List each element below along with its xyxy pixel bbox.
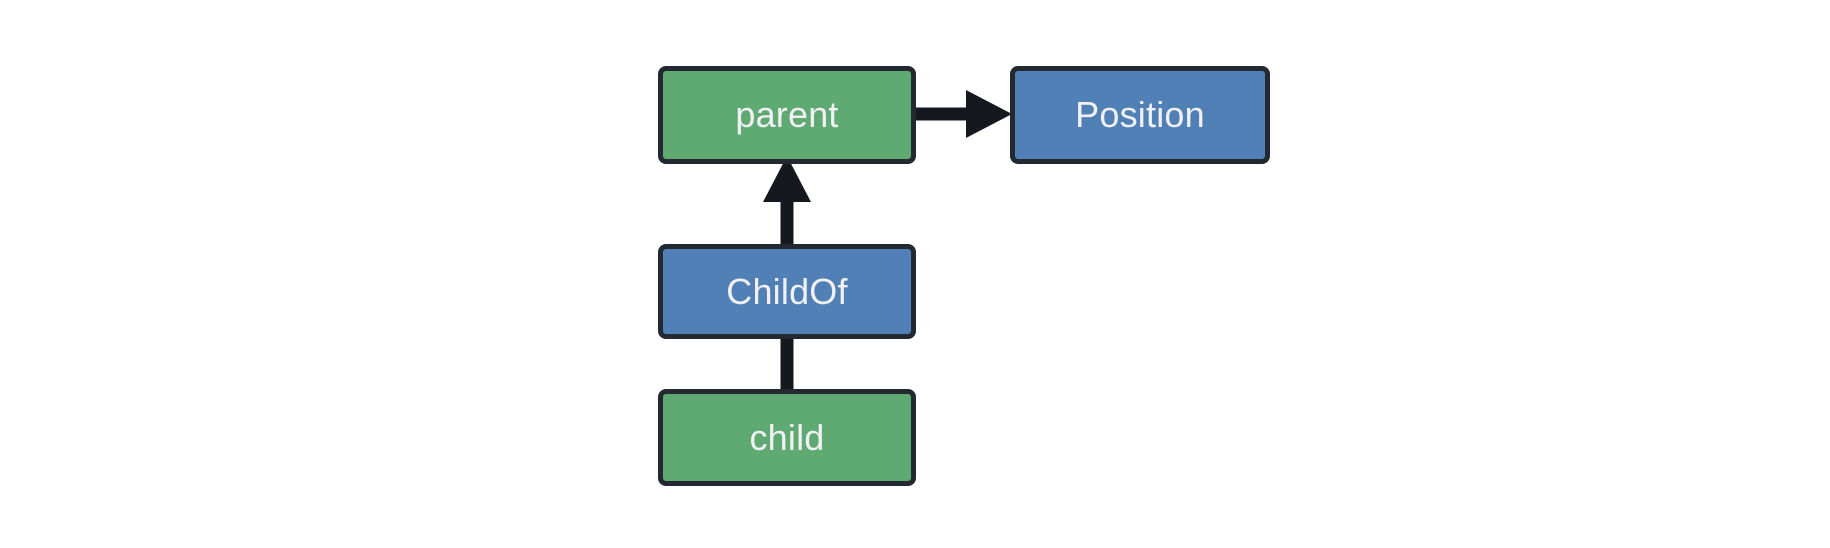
edge-parent-to-position (916, 90, 1012, 138)
node-parent[interactable]: parent (658, 66, 916, 164)
node-child-label: child (749, 416, 825, 458)
node-position[interactable]: Position (1010, 66, 1270, 164)
node-childof[interactable]: ChildOf (658, 244, 916, 339)
node-child[interactable]: child (658, 389, 916, 486)
node-position-label: Position (1075, 94, 1205, 135)
edge-childof-to-parent (763, 156, 811, 245)
node-childof-label: ChildOf (726, 270, 848, 312)
node-parent-label: parent (735, 94, 839, 135)
